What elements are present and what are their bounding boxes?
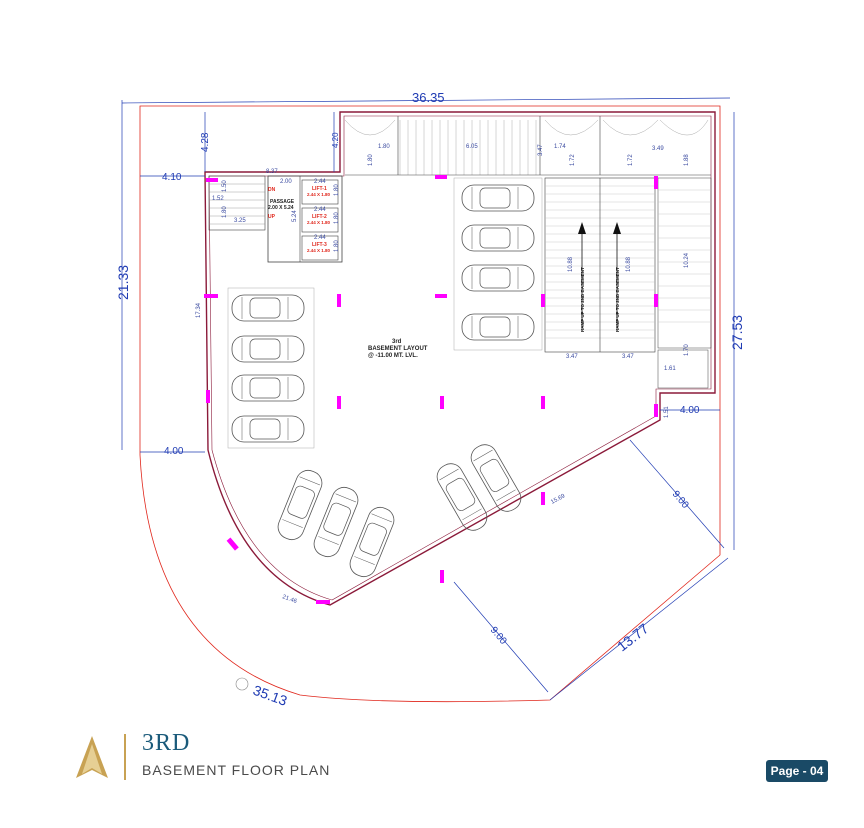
passage-label: PASSAGE	[270, 199, 295, 205]
car-angled-3	[346, 503, 398, 581]
dim-lift-180b: 1.80	[334, 212, 340, 224]
ramp-arrow-2	[613, 222, 621, 330]
dim-stair-172b: 1.72	[628, 154, 634, 166]
layout-title-2: BASEMENT LAYOUT	[368, 346, 428, 352]
dim-2146: 21.46	[281, 594, 298, 605]
dim-bottom-curve: 35.13	[251, 682, 290, 709]
dim-ramp-170: 1.70	[684, 344, 690, 356]
dim-ramp-161: 1.61	[664, 366, 676, 372]
dim-stair-180a: 1.80	[368, 154, 374, 166]
dim-top-mid: 4.20	[331, 132, 340, 148]
brand-logo-icon	[76, 736, 108, 778]
dim-180a: 1.80	[222, 206, 228, 218]
dim-524: 5.24	[292, 210, 298, 222]
dim-lift-180c: 1.80	[334, 240, 340, 252]
building-wall-inner	[208, 115, 712, 601]
dim-ramp-1024: 10.24	[684, 252, 690, 268]
car-right-3	[461, 264, 535, 292]
dim-top: 36.35	[412, 90, 445, 105]
page-badge: Page - 04	[766, 760, 828, 782]
layout-title-3: @ -11.00 MT. LVL.	[368, 353, 418, 359]
dim-diag-right: 9.00	[670, 489, 691, 511]
lift-3-size: 2.44 X 1.80	[307, 248, 331, 253]
dim-bottom-left: 4.00	[164, 446, 184, 457]
car-left-3	[231, 374, 305, 402]
layout-title-1: 3rd	[392, 339, 402, 345]
dim-ramp-1088b: 10.88	[626, 256, 632, 272]
car-angled-5	[466, 439, 526, 517]
ramp-label-1: RAMP UP TO 2ND BASEMENT	[580, 267, 585, 332]
lift-3-label: LIFT-3	[312, 242, 327, 248]
columns	[204, 175, 658, 604]
dim-stair-188: 1.88	[684, 154, 690, 166]
dim-bottom-right: 13.77	[614, 620, 652, 654]
lift-2-size: 2.44 X 1.80	[307, 220, 331, 225]
dim-1734: 17.34	[196, 302, 202, 318]
plan-title-line1: 3RD	[142, 730, 191, 756]
title-divider	[124, 734, 126, 780]
dim-lift-244c: 2.44	[314, 235, 326, 241]
lift-1-size: 2.44 X 1.80	[307, 192, 331, 197]
left-stair	[208, 175, 266, 231]
dim-stair-349: 3.49	[652, 146, 664, 152]
car-angled-4	[432, 458, 492, 536]
dim-stair-174: 1.74	[554, 144, 566, 150]
dim-lift-180a: 1.80	[334, 184, 340, 196]
car-left-4	[231, 415, 305, 443]
plan-title-line2: BASEMENT FLOOR PLAN	[142, 762, 331, 778]
car-right-1	[461, 184, 535, 212]
dim-left-top: 4.28	[200, 132, 211, 152]
dim-1569: 15.69	[550, 493, 567, 506]
top-staircase	[399, 120, 537, 175]
dim-150: 1.50	[222, 180, 228, 192]
dim-837: 8.37	[266, 169, 278, 175]
dim-stair-172a: 1.72	[570, 154, 576, 166]
dn-label: DN	[268, 187, 276, 193]
car-left-1	[231, 294, 305, 322]
dim-lift-244a: 2.44	[314, 179, 326, 185]
car-right-2	[461, 224, 535, 252]
dim-200: 2.00	[280, 179, 292, 185]
dim-152: 1.52	[212, 196, 224, 202]
car-left-2	[231, 335, 305, 363]
dim-325: 3.25	[234, 218, 246, 224]
dimension-lines	[121, 97, 735, 701]
dim-diag-bottom: 9.00	[488, 625, 509, 647]
dim-right: 27.53	[729, 315, 745, 350]
dim-ramp-347a: 3.47	[566, 354, 578, 360]
dim-small-151: 1.51	[664, 406, 670, 418]
dim-stair-605: 6.05	[466, 144, 478, 150]
ramp-label-2: RAMP UP TO 2ND BASEMENT	[615, 267, 620, 332]
plot-boundary	[139, 105, 721, 703]
car-right-4	[461, 313, 535, 341]
dim-ramp-347b: 3.47	[622, 354, 634, 360]
up-label: UP	[268, 214, 276, 220]
dim-left: 21.33	[115, 265, 131, 300]
building-wall	[204, 111, 716, 606]
dim-stair-347: 3.47	[538, 144, 544, 156]
ramp-arrow-1	[578, 222, 586, 330]
passage-size: 2.00 X 5.24	[268, 205, 294, 211]
dim-stair-180b: 1.80	[378, 144, 390, 150]
lift-2-label: LIFT-2	[312, 214, 327, 220]
lift-core	[267, 175, 343, 263]
lift-1-label: LIFT-1	[312, 186, 327, 192]
dim-lift-244b: 2.44	[314, 207, 326, 213]
dim-left-offset: 4.10	[162, 172, 182, 183]
dim-ramp-1088a: 10.88	[568, 256, 574, 272]
dim-right-bottom: 4.00	[680, 405, 700, 416]
footer-title-block: 3RD BASEMENT FLOOR PLAN	[72, 728, 372, 788]
